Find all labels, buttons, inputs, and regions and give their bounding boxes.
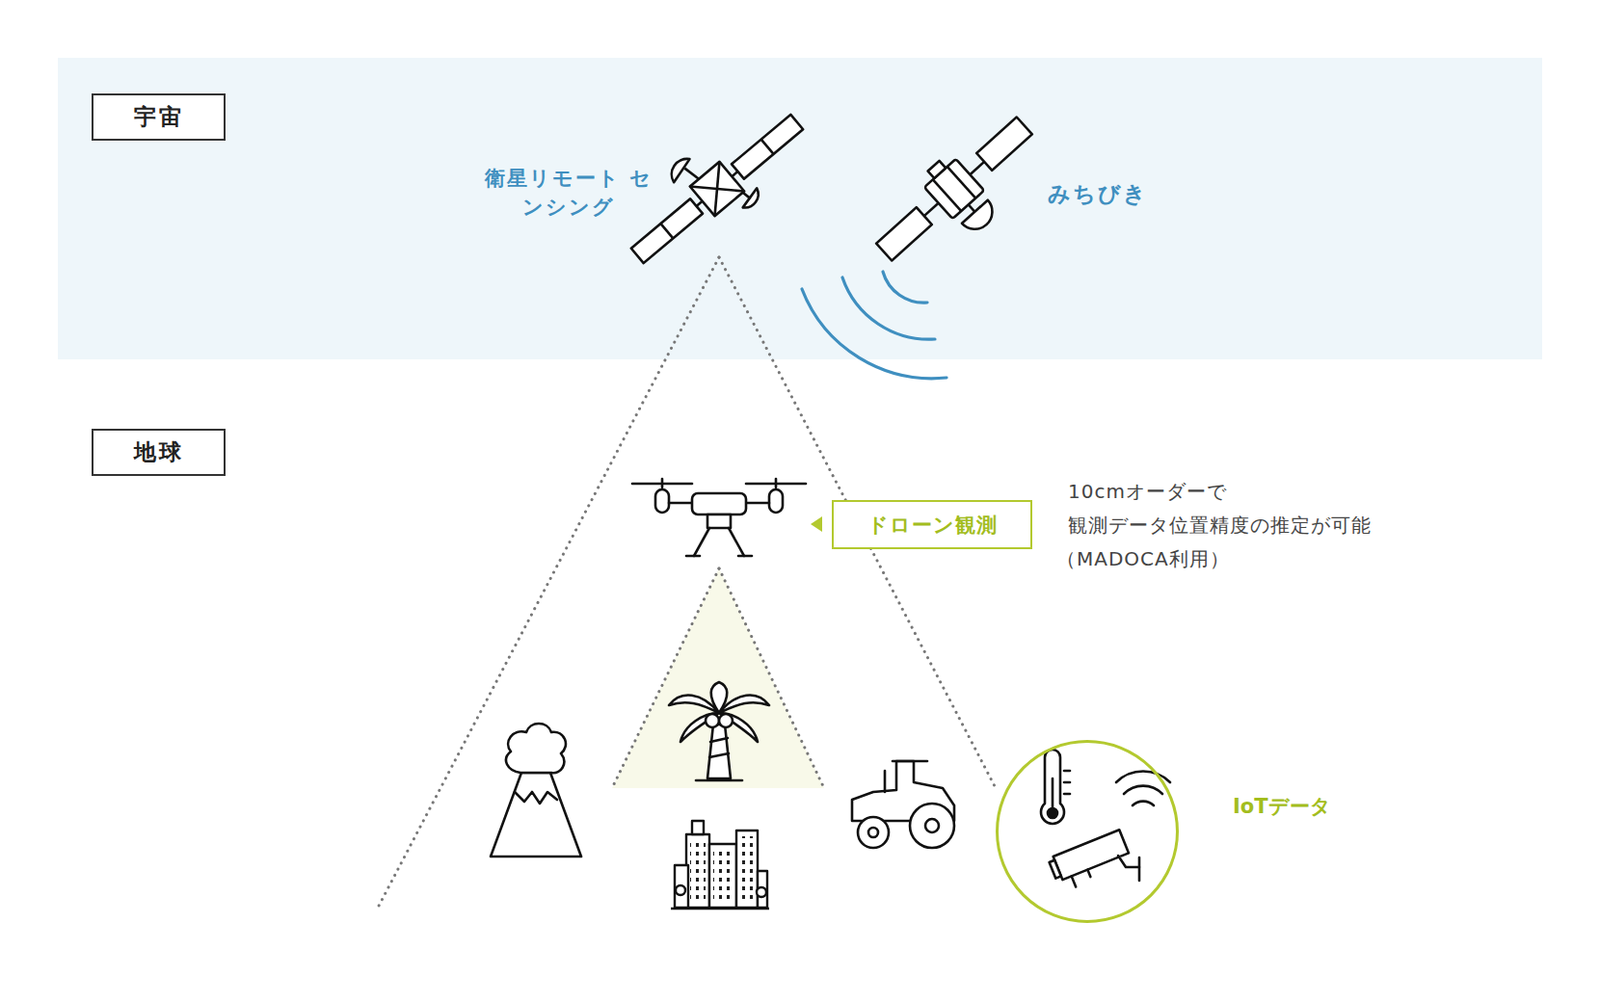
palm-tree-icon (668, 682, 770, 781)
node-text: IoTデータ (1232, 793, 1332, 821)
node-text: 宇宙 (133, 102, 185, 133)
note-line: （MADOCA利用） (1056, 546, 1230, 573)
michibiki-icon (863, 103, 1058, 289)
note-line: 10cmオーダーで (1067, 479, 1227, 506)
drone-cone (612, 568, 825, 789)
region-box: 宇宙 (91, 93, 226, 141)
pointer-triangle (810, 516, 823, 533)
iot-circle: IoTデータ (995, 740, 1179, 924)
callout-box: ドローン観測 (831, 500, 1033, 550)
drone-icon (632, 479, 806, 557)
region-box: 地球 (91, 428, 226, 477)
satellite-label: 衛星リモート センシング (481, 163, 656, 223)
coverage-lines (377, 257, 995, 908)
space-band (57, 57, 1543, 360)
tractor-icon (852, 761, 955, 849)
signal-arcs (801, 271, 947, 379)
iot-icons (1040, 749, 1171, 893)
node-text: ドローン観測 (867, 511, 998, 539)
note-line: 観測データ位置精度の推定が可能 (1067, 512, 1372, 539)
michibiki-label: みちびき (1047, 179, 1148, 210)
node-text: 地球 (133, 437, 185, 468)
volcano-icon (490, 723, 582, 857)
city-icon (670, 821, 770, 909)
